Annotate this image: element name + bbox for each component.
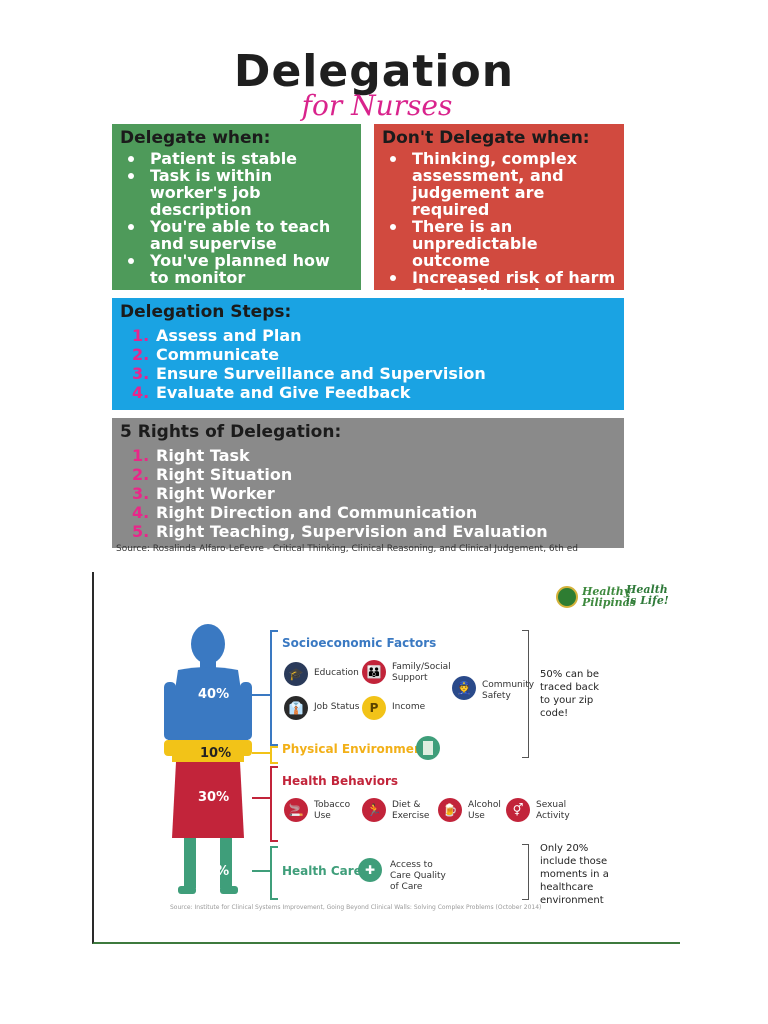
delegation-steps-panel: Delegation Steps: 1. Assess and Plan 2. Co… [112, 298, 624, 410]
access-to-care-label: Access to Care Quality of Care [390, 860, 446, 892]
bracket [270, 846, 278, 900]
list-item: 3. Ensure Surveillance and Supervision [120, 364, 616, 383]
dont-delegate-when-heading: Don't Delegate when: [382, 128, 590, 148]
right-number: 1. [132, 446, 150, 465]
poster-source: Source: Rosalinda Alfaro-LeFevre - Criti… [116, 544, 578, 554]
list-item: There is an unpredictable outcome [390, 218, 616, 269]
police-icon: 👮 [452, 676, 476, 700]
delegation-steps-heading: Delegation Steps: [120, 302, 292, 322]
tobacco-label: Tobacco Use [314, 800, 351, 821]
healthcare-icon: ✚ [358, 858, 382, 882]
peso-coin-icon: P [362, 696, 386, 720]
right-number: 2. [132, 465, 150, 484]
dont-delegate-when-panel: Don't Delegate when: Thinking, complex a… [374, 124, 624, 337]
job-icon: 👔 [284, 696, 308, 720]
tobacco-icon: 🚬 [284, 798, 308, 822]
percent-20: 20% [198, 864, 230, 879]
list-item: 2. Communicate [120, 345, 616, 364]
healthcare-environment-note: Only 20% include those moments in a heal… [540, 843, 609, 906]
percent-40: 40% [198, 687, 230, 702]
health-behaviors-label: Health Behaviors [282, 774, 399, 788]
community-safety-label: Community Safety [482, 680, 535, 701]
step-number: 4. [132, 383, 150, 402]
right-text: Right Task [156, 446, 250, 465]
poster-subtitle: for Nurses [301, 89, 453, 122]
sexual-activity-label: Sexual Activity [536, 800, 570, 821]
list-item: 3. Right Worker [120, 484, 616, 503]
bracket [270, 630, 278, 746]
five-rights-panel: 5 Rights of Delegation: 1. Right Task 2. R… [112, 418, 624, 548]
step-text: Communicate [156, 345, 280, 364]
infographic-source: Source: Institute for Clinical Systems I… [170, 904, 542, 911]
health-care-label: Health Care [282, 864, 362, 878]
list-item: 5. Right Teaching, Supervision and Evalua… [120, 522, 616, 541]
bracket [270, 746, 278, 764]
education-label: Education [314, 668, 359, 678]
list-item: You're able to teach and supervise [128, 218, 353, 252]
right-number: 3. [132, 484, 150, 503]
diet-exercise-label: Diet & Exercise [392, 800, 430, 821]
list-item: 4. Evaluate and Give Feedback [120, 383, 616, 402]
alcohol-label: Alcohol Use [468, 800, 501, 821]
list-item: 1. Right Task [120, 446, 616, 465]
building-icon [416, 736, 440, 760]
delegate-when-heading: Delegate when: [120, 128, 271, 148]
list-item: Increased risk of harm [390, 268, 616, 287]
healthy-pilipinas-logo: Healthy Pilipinas [582, 585, 636, 609]
list-item: 1. Assess and Plan [120, 326, 616, 345]
connector-line [252, 797, 270, 799]
right-text: Right Direction and Communication [156, 503, 478, 522]
woman-figure-icon [164, 624, 252, 894]
step-text: Evaluate and Give Feedback [156, 383, 411, 402]
right-number: 5. [132, 522, 150, 541]
family-label: Family/Social Support [392, 662, 451, 683]
step-number: 3. [132, 364, 150, 383]
right-number: 4. [132, 503, 150, 522]
step-number: 1. [132, 326, 150, 345]
right-text: Right Situation [156, 465, 293, 484]
step-text: Ensure Surveillance and Supervision [156, 364, 486, 383]
right-text: Right Worker [156, 484, 275, 503]
step-number: 2. [132, 345, 150, 364]
graduation-icon: 🎓 [284, 662, 308, 686]
alcohol-icon: 🍺 [438, 798, 462, 822]
exercise-icon: 🏃 [362, 798, 386, 822]
socioeconomic-label: Socioeconomic Factors [282, 636, 437, 650]
five-rights-heading: 5 Rights of Delegation: [120, 422, 342, 442]
right-text: Right Teaching, Supervision and Evaluati… [156, 522, 548, 541]
list-item: Task is within worker's job description [128, 167, 353, 218]
step-text: Assess and Plan [156, 326, 302, 345]
connector-line [252, 870, 270, 872]
list-item: Patient is stable [128, 150, 353, 167]
job-status-label: Job Status [314, 702, 360, 712]
gender-symbol-icon: ⚥ [506, 798, 530, 822]
health-is-life-logo: Health is Life! [626, 583, 669, 607]
family-icon: 👪 [362, 660, 386, 684]
list-item: You've planned how to monitor [128, 252, 353, 286]
list-item: 2. Right Situation [120, 465, 616, 484]
delegation-poster: Delegation for Nurses Delegate when: Pat… [112, 40, 632, 560]
delegate-when-panel: Delegate when: Patient is stable Task is… [112, 124, 361, 290]
zip-code-note: 50% can be traced back to your zip code! [540, 669, 600, 719]
bracket [522, 630, 529, 758]
bracket [522, 844, 529, 900]
seal-icon [556, 586, 578, 608]
poster-title: Delegation [233, 46, 515, 97]
connector-line [252, 694, 270, 696]
income-label: Income [392, 702, 426, 712]
percent-10: 10% [200, 746, 232, 761]
percent-30: 30% [198, 790, 230, 805]
bracket [270, 766, 278, 842]
list-item: Thinking, complex assessment, and judgem… [390, 150, 616, 218]
list-item: 4. Right Direction and Communication [120, 503, 616, 522]
connector-line [252, 752, 270, 754]
health-determinants-infographic: Healthy Pilipinas Health is Life! 40% 10… [92, 572, 680, 944]
physical-environment-label: Physical Environment [282, 742, 429, 756]
